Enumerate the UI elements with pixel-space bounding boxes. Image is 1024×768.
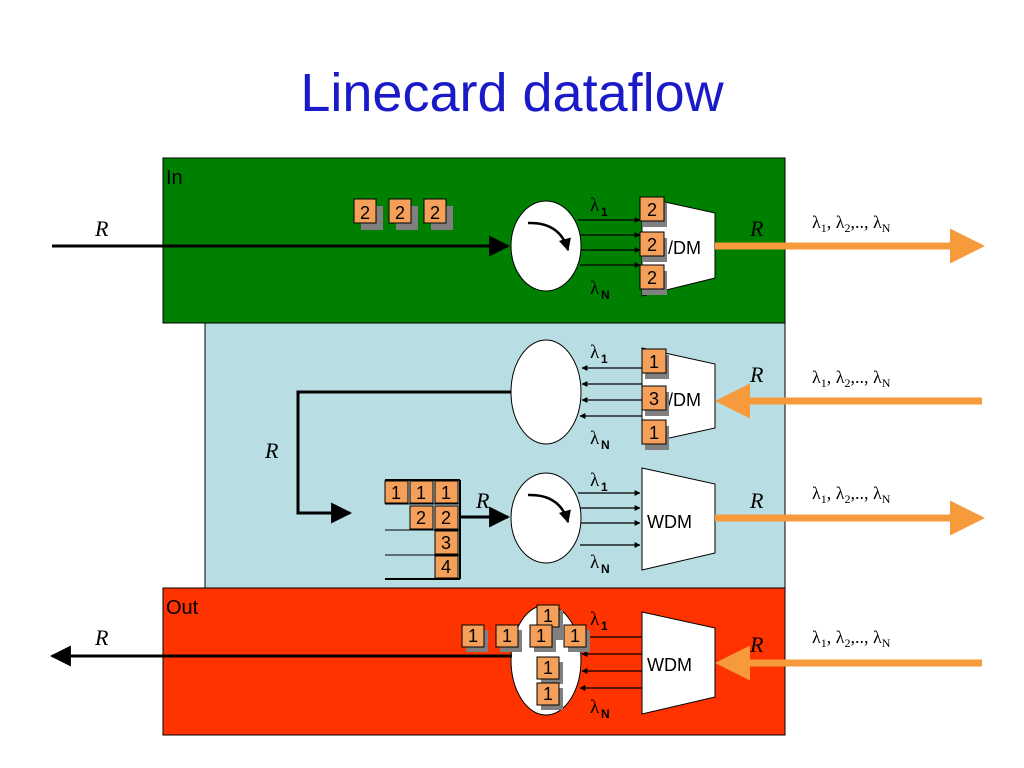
lambda-subscript: 1 bbox=[601, 480, 608, 494]
lambda-subscript: 1 bbox=[601, 205, 608, 219]
lambda-symbol: λ bbox=[590, 697, 600, 718]
buffer-cell: 2 bbox=[416, 508, 426, 528]
lambda-symbol: λ bbox=[590, 552, 600, 573]
mid-lower-output-rate: R bbox=[749, 488, 764, 513]
cell: 1 bbox=[468, 626, 478, 646]
mid-upper-channel-arrows bbox=[579, 365, 642, 419]
buffer-cell: 4 bbox=[441, 557, 451, 577]
buffer-cell: 3 bbox=[441, 533, 451, 553]
in-section-label: In bbox=[166, 167, 183, 189]
mid-lower-wdm-label: WDM bbox=[647, 512, 692, 532]
lambda-subscript: 1 bbox=[601, 619, 608, 633]
out-input-rate: R bbox=[749, 632, 764, 657]
in-switch bbox=[510, 200, 582, 292]
out-wdm-label: WDM bbox=[647, 655, 692, 675]
mid-demux-switch bbox=[510, 339, 582, 445]
out-wdm-demux bbox=[641, 611, 716, 715]
lambda-symbol: λ bbox=[590, 470, 600, 491]
cell: 1 bbox=[649, 423, 659, 443]
out-output-rate: R bbox=[94, 625, 109, 650]
cell: 2 bbox=[647, 235, 657, 255]
cell: 2 bbox=[430, 203, 440, 223]
out-lambda-first: λ 1 bbox=[590, 609, 608, 633]
mid-loop-rate: R bbox=[264, 438, 279, 463]
in-lambda-last: λ N bbox=[590, 278, 610, 302]
out-channel-arrows bbox=[579, 634, 642, 691]
in-incoming-cells: 2 2 2 bbox=[353, 198, 453, 230]
cell: 1 bbox=[543, 606, 553, 626]
cell: 1 bbox=[543, 684, 553, 704]
out-lambda-last: λ N bbox=[590, 697, 610, 721]
cell: 1 bbox=[543, 658, 553, 678]
lambda-subscript: N bbox=[601, 707, 610, 721]
in-channel-cells: 2 2 2 bbox=[639, 196, 667, 295]
cell: 1 bbox=[536, 626, 546, 646]
mid-lower-wdm-mux bbox=[641, 467, 716, 571]
mid-mux-switch bbox=[510, 472, 582, 564]
out-section-label: Out bbox=[166, 597, 199, 619]
lambda-subscript: N bbox=[601, 438, 610, 452]
buffer-cell: 2 bbox=[441, 508, 451, 528]
mid-lower-lambda-first: λ 1 bbox=[590, 470, 608, 494]
lambda-subscript: 1 bbox=[601, 352, 608, 366]
in-lambda-first: λ 1 bbox=[590, 195, 608, 219]
in-input-rate: R bbox=[94, 216, 109, 241]
cell: 2 bbox=[395, 203, 405, 223]
mid-loop-path bbox=[296, 390, 511, 524]
buffer-cell: 1 bbox=[441, 483, 451, 503]
cell: 3 bbox=[649, 389, 659, 409]
lambda-symbol: λ bbox=[590, 428, 600, 449]
mid-upper-wdm-label: /DM bbox=[668, 390, 701, 410]
mid-lower-lambda-last: λ N bbox=[590, 552, 610, 576]
out-horizontal-cells: 1 1 1 1 bbox=[461, 624, 590, 652]
mid-upper-wavelengths: λ1, λ2,.., λN bbox=[812, 367, 891, 390]
cell: 2 bbox=[647, 268, 657, 288]
out-wavelengths: λ1, λ2,.., λN bbox=[812, 627, 891, 650]
lambda-symbol: λ bbox=[590, 195, 600, 216]
mid-lower-wavelengths: λ1, λ2,.., λN bbox=[812, 483, 891, 506]
out-vertical-cells: 1 1 1 1 bbox=[536, 604, 563, 710]
mid-upper-channel-cells: 1 3 1 bbox=[641, 348, 669, 450]
mid-switch-rotation-arrow bbox=[527, 493, 571, 524]
in-wavelengths: λ1, λ2,.., λN bbox=[812, 212, 891, 235]
in-switch-rotation-arrow bbox=[527, 221, 571, 252]
cell: 1 bbox=[649, 352, 659, 372]
cell: 2 bbox=[360, 203, 370, 223]
in-wdm-label: /DM bbox=[668, 238, 701, 258]
mid-lower-channel-arrows bbox=[578, 490, 641, 548]
mid-buffer-rate: R bbox=[475, 488, 490, 513]
in-output-rate: R bbox=[749, 216, 764, 241]
cell: 2 bbox=[647, 200, 657, 220]
lambda-symbol: λ bbox=[590, 278, 600, 299]
mid-upper-lambda-first: λ 1 bbox=[590, 342, 608, 366]
cell: 1 bbox=[502, 626, 512, 646]
lambda-subscript: N bbox=[601, 288, 610, 302]
lambda-subscript: N bbox=[601, 562, 610, 576]
lambda-symbol: λ bbox=[590, 609, 600, 630]
mid-upper-lambda-last: λ N bbox=[590, 428, 610, 452]
mid-buffer: 1 1 1 2 2 3 4 bbox=[384, 479, 461, 580]
buffer-cell: 1 bbox=[416, 483, 426, 503]
lambda-symbol: λ bbox=[590, 342, 600, 363]
in-channel-arrows bbox=[578, 217, 641, 268]
page-title: Linecard dataflow bbox=[300, 63, 724, 123]
cell: 1 bbox=[570, 626, 580, 646]
buffer-cell: 1 bbox=[391, 483, 401, 503]
mid-upper-input-rate: R bbox=[749, 362, 764, 387]
